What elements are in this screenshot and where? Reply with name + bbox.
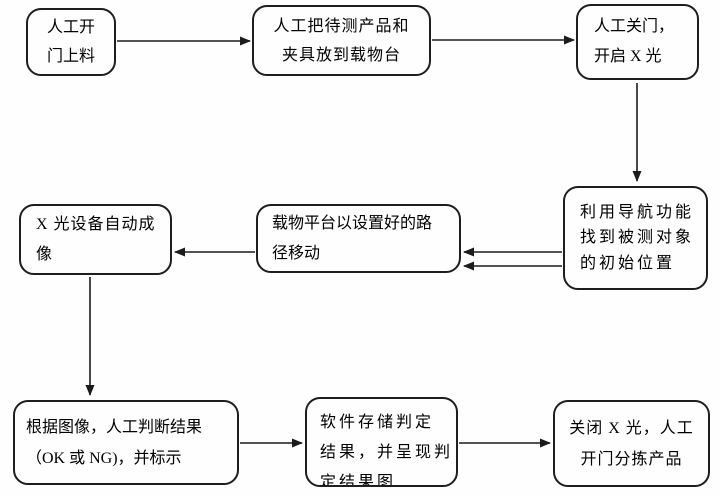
flow-node-step-7: 根据图像，人工判断结果 （OK 或 NG)，并标示 — [13, 400, 239, 485]
node-text-line: 人工把待测产品和 — [273, 17, 410, 35]
node-text-line: X 光设备自动成 — [36, 215, 156, 233]
node-text-line: 结果，并呈现判 — [320, 444, 454, 461]
flow-node-step-5: 载物平台以设置好的路 径移动 — [256, 204, 461, 273]
node-text-line: 软件存储判定 — [320, 414, 435, 431]
node-text-line: 人工关门， — [594, 18, 675, 35]
flow-node-step-8: 软件存储判定 结果，并呈现判 定结果图 — [305, 397, 458, 487]
flow-node-step-4: 利用导航功能 找到被测对象 的初始位置 — [563, 186, 708, 290]
node-text-line: 门上料 — [46, 48, 95, 65]
node-text-line: 的初始位置 — [580, 254, 676, 272]
node-text-line: 像 — [36, 245, 54, 263]
node-text-line: 开门分拣产品 — [580, 450, 683, 468]
node-text-line: 径移动 — [272, 244, 321, 262]
node-text-line: 关闭 X 光，人工 — [569, 419, 694, 437]
node-text-line: 找到被测对象 — [580, 229, 695, 247]
flow-node-step-9: 关闭 X 光，人工 开门分拣产品 — [553, 400, 710, 487]
node-text-line: 人工开 — [46, 19, 95, 36]
node-text-line: 定结果图 — [320, 474, 397, 487]
node-text-line: 夹具放到载物台 — [281, 46, 401, 64]
node-text-line: 开启 X 光 — [594, 48, 662, 65]
flow-node-step-1: 人工开 门上料 — [26, 8, 116, 76]
node-text-line: 载物平台以设置好的路 — [272, 214, 433, 232]
node-text-line: 根据图像，人工判断结果 — [26, 418, 203, 436]
node-text-line: （OK 或 NG)，并标示 — [26, 449, 182, 467]
flow-node-step-6: X 光设备自动成 像 — [19, 204, 172, 275]
flow-node-step-2: 人工把待测产品和 夹具放到载物台 — [252, 5, 431, 76]
flow-node-step-3: 人工关门， 开启 X 光 — [576, 4, 699, 80]
node-text-line: 利用导航功能 — [580, 203, 695, 221]
